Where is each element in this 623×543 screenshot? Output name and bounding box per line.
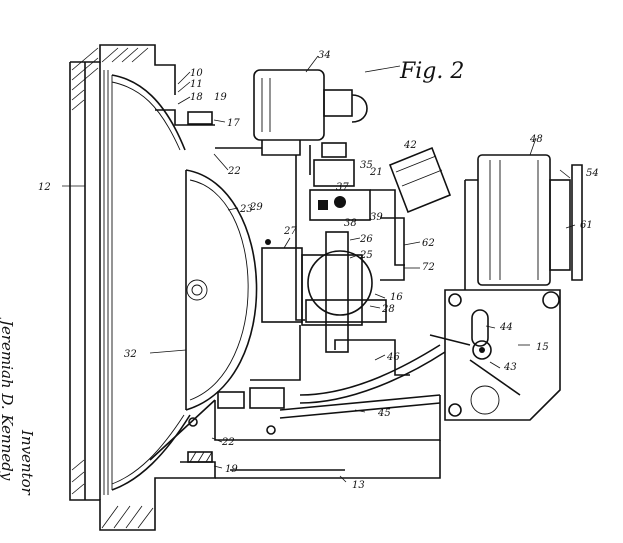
reference-numerals: 10 11 12 13 15 16 17 18 19 19 21 22 22 2… — [38, 50, 599, 491]
ref-43: 43 — [503, 362, 517, 373]
gear-mechanism — [262, 190, 405, 352]
ref-37: 37 — [336, 182, 349, 193]
ref-12: 12 — [38, 182, 51, 193]
ref-29: 29 — [249, 202, 263, 213]
ref-13: 13 — [352, 480, 365, 491]
ref-26: 26 — [359, 234, 373, 245]
leader-lines — [62, 56, 575, 482]
ref-61: 61 — [580, 220, 593, 231]
ref-38: 38 — [344, 218, 357, 229]
ref-48: 48 — [529, 134, 543, 145]
inventor-heading: Inventor — [18, 429, 36, 496]
tilted-motor — [390, 148, 450, 212]
ref-15: 15 — [536, 342, 549, 353]
ref-10: 10 — [190, 68, 203, 79]
ref-72: 72 — [422, 262, 435, 273]
ref-39: 39 — [370, 212, 383, 223]
figure-title: Fig. 2 — [399, 59, 464, 84]
ref-32: 32 — [124, 349, 137, 360]
ref-11: 11 — [190, 79, 203, 90]
ref-35: 35 — [360, 160, 373, 171]
ref-19b: 19 — [225, 464, 238, 475]
ref-17: 17 — [227, 118, 240, 129]
ref-25: 25 — [359, 250, 373, 261]
linkage-rods — [150, 325, 470, 478]
right-motor-assembly — [445, 155, 582, 420]
ref-45: 45 — [377, 408, 391, 419]
ref-22b: 22 — [221, 437, 235, 448]
ref-34: 34 — [318, 50, 331, 61]
ref-27: 27 — [283, 226, 297, 237]
inventor-block: Inventor Jeremiah D. Kennedy — [0, 317, 36, 496]
ref-44: 44 — [499, 322, 513, 333]
motor-unit — [215, 70, 367, 320]
ref-22a: 22 — [227, 166, 241, 177]
ref-42: 42 — [403, 140, 417, 151]
ref-46: 46 — [386, 352, 400, 363]
inventor-name: Jeremiah D. Kennedy — [0, 317, 16, 481]
ref-16: 16 — [390, 292, 403, 303]
ref-54: 54 — [586, 168, 599, 179]
ref-19a: 19 — [214, 92, 227, 103]
ref-28: 28 — [381, 304, 395, 315]
figure-title-underline — [365, 66, 400, 72]
ref-18: 18 — [190, 92, 203, 103]
ref-62: 62 — [422, 238, 435, 249]
